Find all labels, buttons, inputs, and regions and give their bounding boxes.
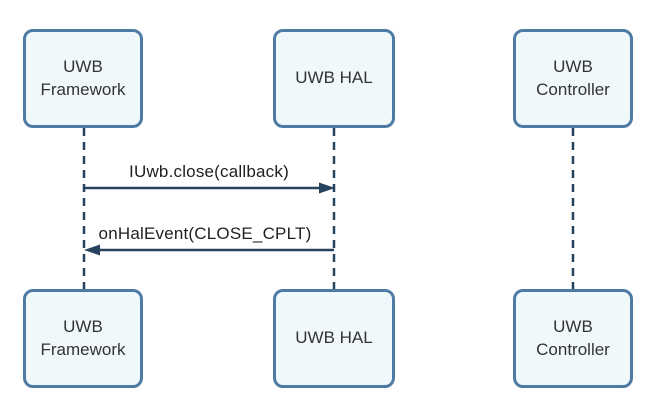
actor-box-hal-bottom: UWB HAL [273, 289, 395, 388]
message-label-onhalevent: onHalEvent(CLOSE_CPLT) [98, 224, 312, 243]
arrowhead-right-icon [319, 182, 335, 194]
actor-box-framework-bottom: UWB Framework [23, 289, 143, 388]
message-label-close: IUwb.close(callback) [129, 162, 289, 181]
actor-label-framework: UWB Framework [40, 316, 126, 359]
actor-label-hal: UWB HAL [295, 328, 373, 348]
actor-label-framework: UWB Framework [40, 56, 126, 99]
actor-label-controller: UWB Controller [536, 56, 610, 99]
actor-box-hal-top: UWB HAL [273, 29, 395, 128]
actor-box-controller-top: UWB Controller [513, 29, 633, 128]
arrowhead-left-icon [84, 244, 100, 256]
actor-box-framework-top: UWB Framework [23, 29, 143, 128]
actor-label-hal: UWB HAL [295, 68, 373, 88]
actor-box-controller-bottom: UWB Controller [513, 289, 633, 388]
actor-label-controller: UWB Controller [536, 316, 610, 359]
